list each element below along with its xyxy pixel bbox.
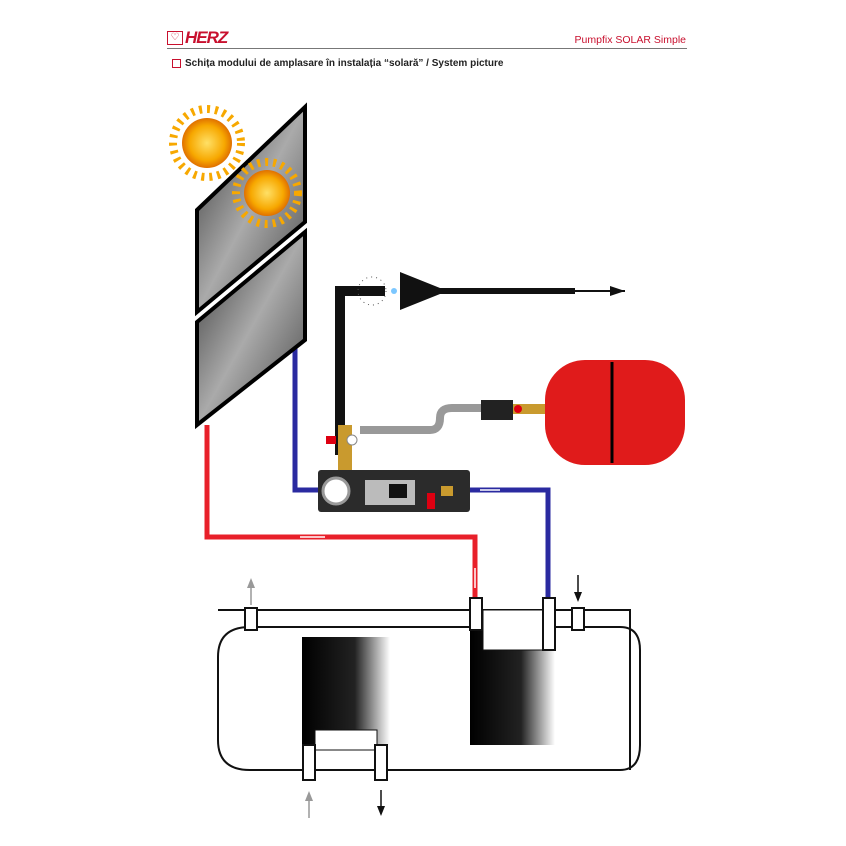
vessel-connector	[481, 400, 513, 420]
thermometer-gauge	[321, 476, 351, 506]
expansion-vessel	[545, 360, 685, 465]
divider	[167, 48, 687, 49]
caption-text: Schița modului de amplasare în instalați…	[185, 58, 504, 69]
sun-icon	[232, 158, 302, 228]
pump-station	[318, 425, 470, 512]
flexible-hose	[360, 404, 485, 434]
sun-icon	[169, 105, 245, 181]
herz-logo: ♡ HERZ	[167, 28, 228, 48]
checkbox-icon	[172, 59, 181, 68]
storage-tank	[217, 609, 641, 771]
safety-discharge-pipe	[335, 272, 625, 455]
tank-connections	[244, 597, 585, 781]
section-caption: Schița modului de amplasare în instalați…	[172, 58, 503, 69]
arrow-icon	[610, 286, 625, 296]
flow-arrow-icon	[300, 536, 476, 588]
product-title: Pumpfix SOLAR Simple	[574, 34, 686, 46]
lower-heating-coil	[302, 637, 390, 745]
heart-icon: ♡	[167, 31, 183, 45]
logo-text: HERZ	[185, 28, 228, 47]
flow-arrows	[247, 575, 582, 818]
